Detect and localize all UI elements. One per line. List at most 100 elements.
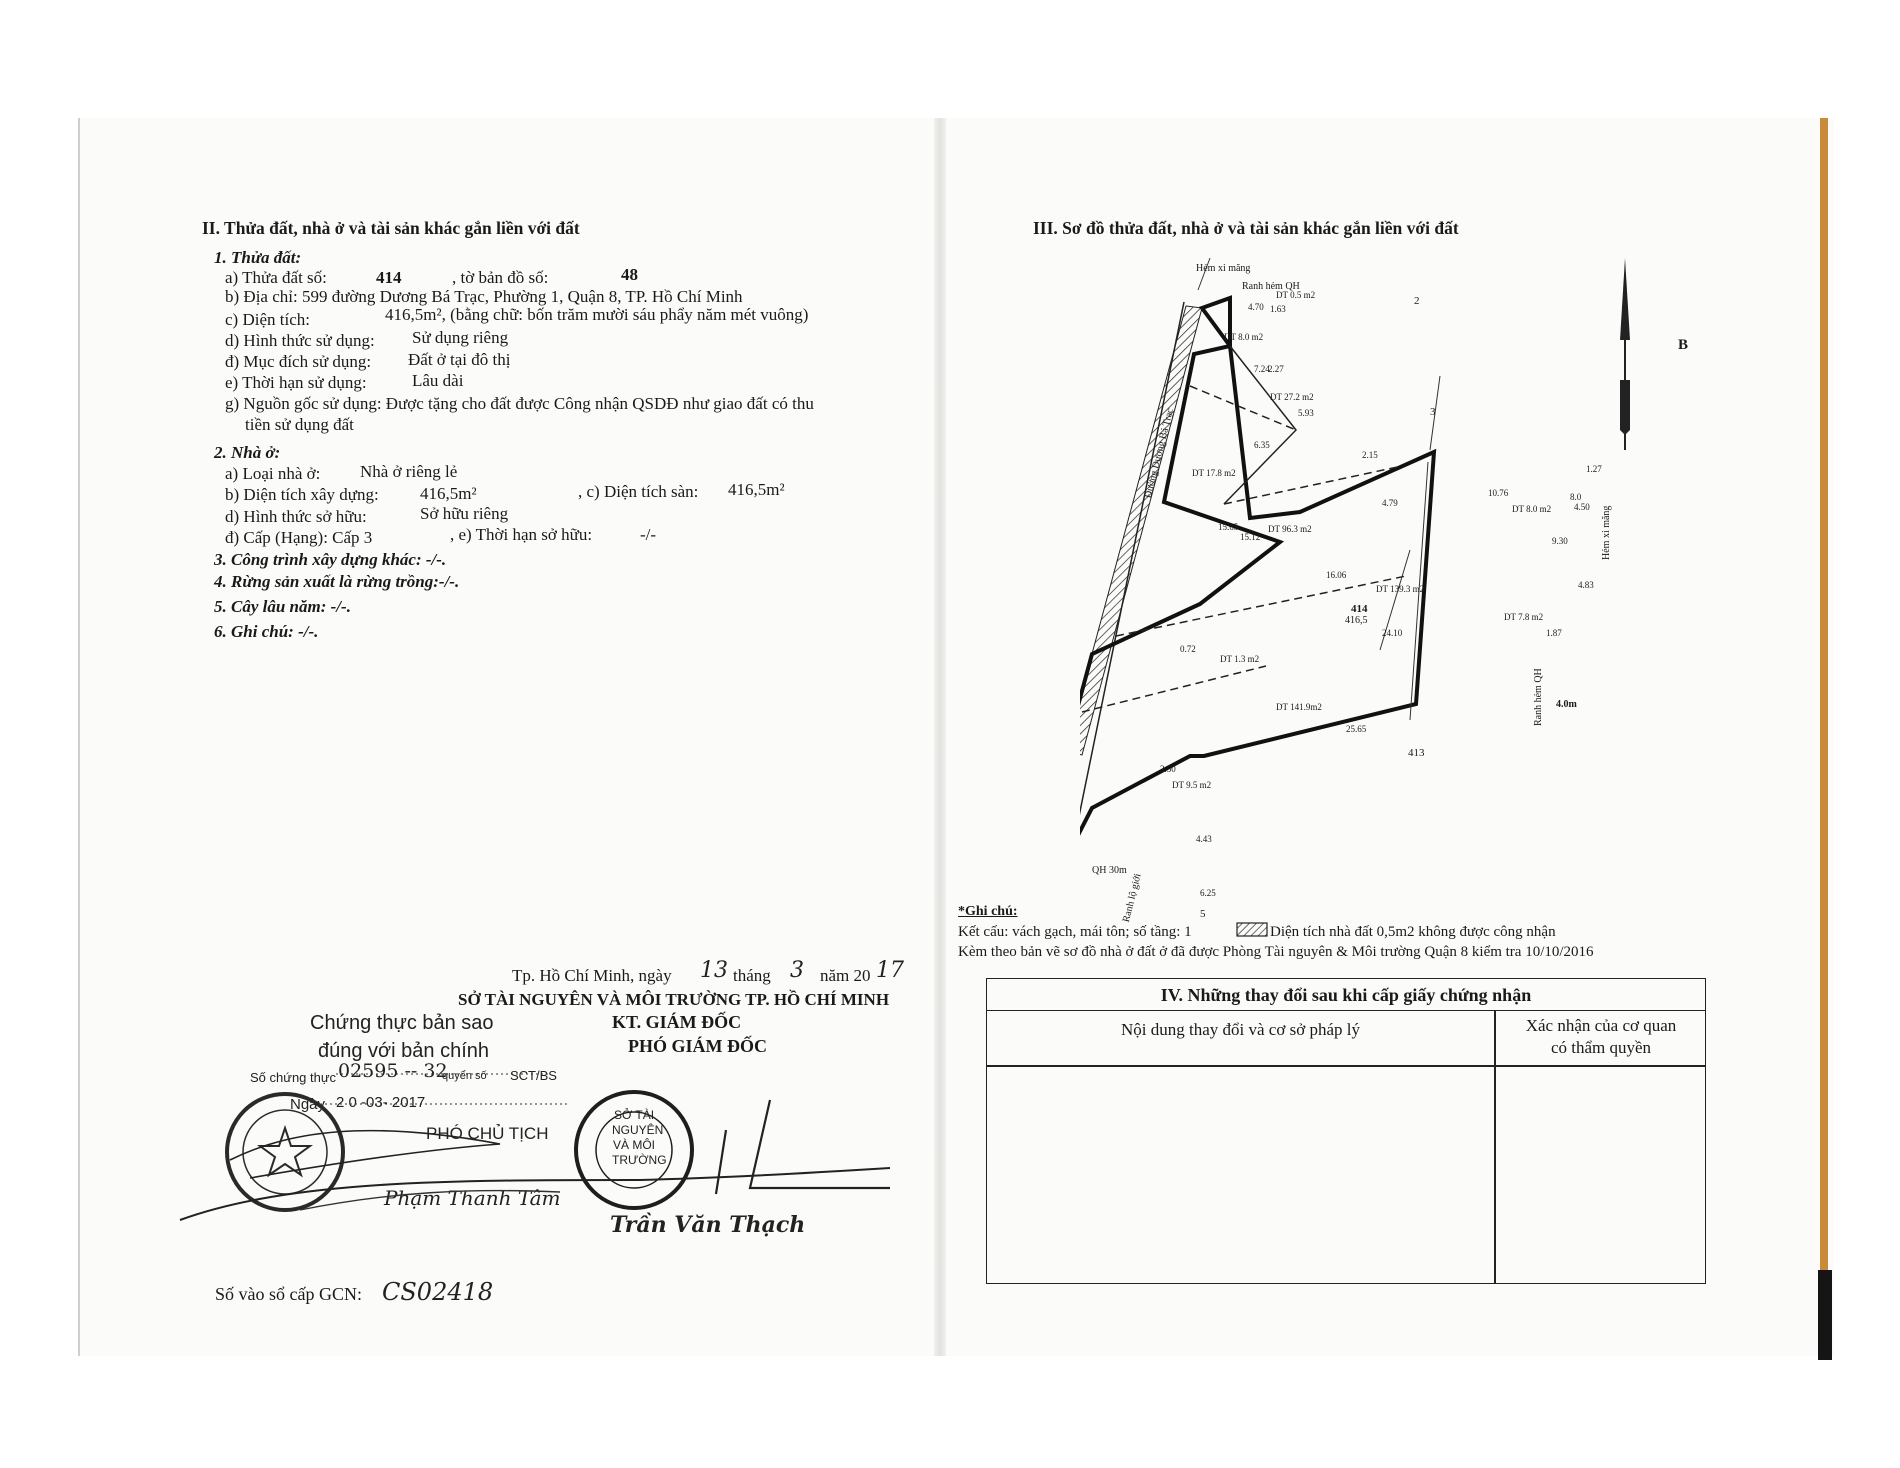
signing-deputy: PHÓ GIÁM ĐỐC (628, 1036, 767, 1056)
land-a-label: a) Thửa đất số: (225, 268, 327, 287)
plan-alley-top: Hẻm xi măng (1196, 263, 1251, 274)
notes-title: *Ghi chú: (958, 904, 1018, 919)
plan-dimension: 1.87 (1546, 628, 1562, 638)
left-page (78, 118, 934, 1356)
page-gutter (934, 118, 946, 1356)
plan-dimension: 4.83 (1578, 580, 1594, 590)
land-use-form-value: Sử dụng riêng (412, 328, 509, 347)
land-origin-line1: g) Nguồn gốc sử dụng: Được tặng cho đất … (225, 394, 814, 413)
land-area-value: 416,5m², (bằng chữ: bốn trăm mười sáu ph… (385, 305, 809, 324)
cert-line2: đúng với bản chính (318, 1040, 490, 1062)
plan-dimension: 24.10 (1382, 628, 1403, 638)
perennial-trees: 5. Cây lâu năm: -/-. (214, 597, 351, 616)
other-works: 3. Công trình xây dựng khác: -/-. (214, 550, 447, 569)
right-page (946, 118, 1834, 1356)
land-origin-line2: tiền sử dụng đất (245, 415, 354, 434)
changes-table-title: IV. Những thay đổi sau khi cấp giấy chứn… (987, 979, 1705, 1011)
plan-dimension: 4.70 (1248, 302, 1264, 312)
plan-dimension: 1.27 (1586, 464, 1602, 474)
plan-dimension: 5.93 (1298, 408, 1314, 418)
right-edge-shadow (1818, 1270, 1832, 1360)
signing-day: 13 (700, 958, 728, 983)
house-term-label: , e) Thời hạn sở hữu: (450, 525, 593, 544)
seals-and-signatures (179, 1073, 891, 1221)
plan-area-label: DT 8.0 m2 (1224, 332, 1264, 342)
cert-book-value: SCT/BS (510, 1068, 557, 1083)
plan-area-label: DT 141.9m2 (1276, 702, 1322, 712)
cert-date-value: 2 0 -03- 2017 (336, 1094, 426, 1111)
house-ownership-label: d) Hình thức sở hữu: (225, 507, 367, 526)
column-header-confirmation-line1: Xác nhận của cơ quan (1525, 1016, 1677, 1035)
plan-dimension: 16.06 (1326, 570, 1347, 580)
cert-date-label: Ngày (290, 1096, 326, 1113)
signing-year: 17 (876, 958, 904, 983)
signer-name: Trần Văn Thạch (610, 1212, 806, 1238)
plan-area-label: DT 7.8 m2 (1504, 612, 1544, 622)
plan-north-label: B (1678, 337, 1689, 353)
land-map-value: 48 (621, 265, 638, 284)
house-build-area-label: b) Diện tích xây dựng: (225, 485, 379, 504)
land-use-form-label: d) Hình thức sử dụng: (225, 331, 375, 350)
signing-kt: KT. GIÁM ĐỐC (612, 1012, 742, 1032)
signing-date-prefix: Tp. Hồ Chí Minh, ngày (512, 966, 672, 985)
house-grade: đ) Cấp (Hạng): Cấp 3 (225, 528, 373, 547)
plan-neighbor-3: 3 (1430, 406, 1436, 418)
plan-width-right: 4.0m (1556, 699, 1577, 710)
plan-area-label: DT 9.5 m2 (1172, 780, 1212, 790)
land-term-value: Lâu dài (412, 371, 464, 390)
plan-dimension: 1.63 (1270, 304, 1286, 314)
plan-dimension: 2.15 (1362, 450, 1378, 460)
hatch-legend-swatch (1236, 922, 1268, 937)
house-ownership-value: Sở hữu riêng (420, 504, 509, 523)
land-heading: 1. Thửa đất: (214, 248, 302, 267)
cert-number-value: 02595 -- 32 (338, 1060, 448, 1082)
right-edge-binding (1820, 118, 1828, 1356)
left-edge-line (78, 118, 80, 1356)
plan-area-label: DT 17.8 m2 (1192, 468, 1236, 478)
cert-number-label: Số chứng thực (250, 1070, 337, 1085)
registry-value: CS02418 (382, 1278, 494, 1306)
registry-label: Số vào sổ cấp GCN: (215, 1284, 362, 1304)
note-structure: Kết cấu: vách gạch, mái tôn; số tầng: 1 (958, 924, 1192, 940)
cert-line1: Chứng thực bản sao (310, 1012, 494, 1034)
signing-year-label: năm 20 (820, 966, 871, 985)
plan-area-label: DT 1.3 m2 (1220, 654, 1260, 664)
land-term-label: e) Thời hạn sử dụng: (225, 373, 367, 392)
house-term-value: -/- (640, 525, 657, 544)
house-build-area-value: 416,5m² (420, 484, 477, 503)
plan-dimension: 0.72 (1180, 644, 1196, 654)
plan-parcel-id: 414 (1351, 603, 1368, 615)
cert-role: PHÓ CHỦ TỊCH (426, 1124, 549, 1143)
plan-dimension: 6.35 (1254, 440, 1270, 450)
cert-book-label: quyển số (442, 1070, 487, 1082)
plan-area-label: DT 96.3 m2 (1268, 524, 1312, 534)
plan-dimension: 7.24 (1254, 364, 1270, 374)
house-floor-area-value: 416,5m² (728, 480, 785, 499)
column-header-confirmation-line2: có thẩm quyền (1550, 1038, 1652, 1057)
plan-dimension: 4.50 (1574, 502, 1590, 512)
plan-parcel-area: 416,5 (1345, 615, 1368, 626)
land-purpose-value: Đất ở tại đô thị (408, 350, 511, 369)
signing-authority: SỞ TÀI NGUYÊN VÀ MÔI TRƯỜNG TP. HỒ CHÍ M… (458, 990, 890, 1009)
house-heading: 2. Nhà ở: (214, 443, 281, 462)
plan-dimension: 10.76 (1488, 488, 1509, 498)
production-forest: 4. Rừng sản xuất là rừng trồng:-/-. (214, 572, 460, 591)
land-plot-diagram (1080, 257, 1630, 836)
changes-table: IV. Những thay đổi sau khi cấp giấy chứn… (986, 978, 1706, 1284)
column-header-changes: Nội dung thay đổi và cơ sở pháp lý (1121, 1020, 1360, 1039)
plan-dimension: 9.30 (1552, 536, 1568, 546)
plan-qh: QH 30m (1092, 865, 1127, 876)
plan-dimension: 2.27 (1268, 364, 1284, 374)
plan-dimension: 15.12 (1240, 532, 1261, 542)
cert-signer: Phạm Thanh Tâm (384, 1186, 561, 1210)
land-address: b) Địa chỉ: 599 đường Dương Bá Trạc, Phư… (225, 287, 743, 306)
plan-dimension: 15.65 (1218, 522, 1239, 532)
column-header-confirmation: Xác nhận của cơ quan có thẩm quyền (1496, 1015, 1706, 1059)
plan-ranh-right: Ranh hẻm QH (1533, 668, 1544, 726)
land-map-label: , tờ bản đồ số: (452, 268, 549, 287)
plan-area-label: DT 0.5 m2 (1276, 290, 1316, 300)
house-floor-area-label: , c) Diện tích sàn: (578, 482, 699, 501)
land-area-label: c) Diện tích: (225, 310, 310, 329)
plan-dimension: 4.79 (1382, 498, 1398, 508)
plan-area-label: DT 8.0 m2 (1512, 504, 1552, 514)
